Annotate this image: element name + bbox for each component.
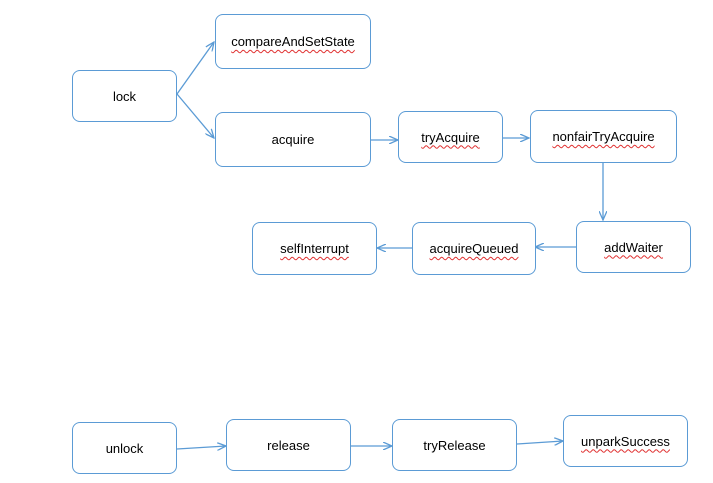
node-release: release xyxy=(226,419,351,471)
node-tryacquire: tryAcquire xyxy=(398,111,503,163)
node-tryrelease: tryRelease xyxy=(392,419,517,471)
node-nonfairtryacquire: nonfairTryAcquire xyxy=(530,110,677,163)
arrow-lock-to-acquire xyxy=(176,93,214,138)
node-compareandsetstate: compareAndSetState xyxy=(215,14,371,69)
node-tryacquire-label: tryAcquire xyxy=(421,129,480,145)
node-acquire-label: acquire xyxy=(271,132,315,147)
node-release-label: release xyxy=(267,437,310,453)
arrow-tryrelease-to-unparksuccessor xyxy=(516,441,563,444)
node-acquirequeued-label: acquireQueued xyxy=(429,241,519,256)
node-nonfairtryacquire-label: nonfairTryAcquire xyxy=(552,129,655,144)
node-addwaiter: addWaiter xyxy=(576,221,691,273)
node-selfinterrupt: selfInterrupt xyxy=(252,222,377,275)
node-lock-label: lock xyxy=(112,88,137,104)
node-unlock-label: unlock xyxy=(105,440,144,456)
node-unparksuccessor: unparkSuccess xyxy=(563,415,688,467)
node-addwaiter-label: addWaiter xyxy=(604,239,663,255)
arrow-unlock-to-release xyxy=(176,446,226,449)
node-acquirequeued: acquireQueued xyxy=(412,222,536,275)
node-unlock: unlock xyxy=(72,422,177,474)
node-lock: lock xyxy=(72,70,177,122)
node-tryrelease-label: tryRelease xyxy=(423,437,486,453)
arrow-lock-to-compareandsetstate xyxy=(176,42,214,95)
node-selfinterrupt-label: selfInterrupt xyxy=(280,241,349,256)
node-unparksuccessor-label: unparkSuccess xyxy=(581,433,670,449)
node-acquire: acquire xyxy=(215,112,371,167)
node-compareandsetstate-label: compareAndSetState xyxy=(231,34,355,49)
